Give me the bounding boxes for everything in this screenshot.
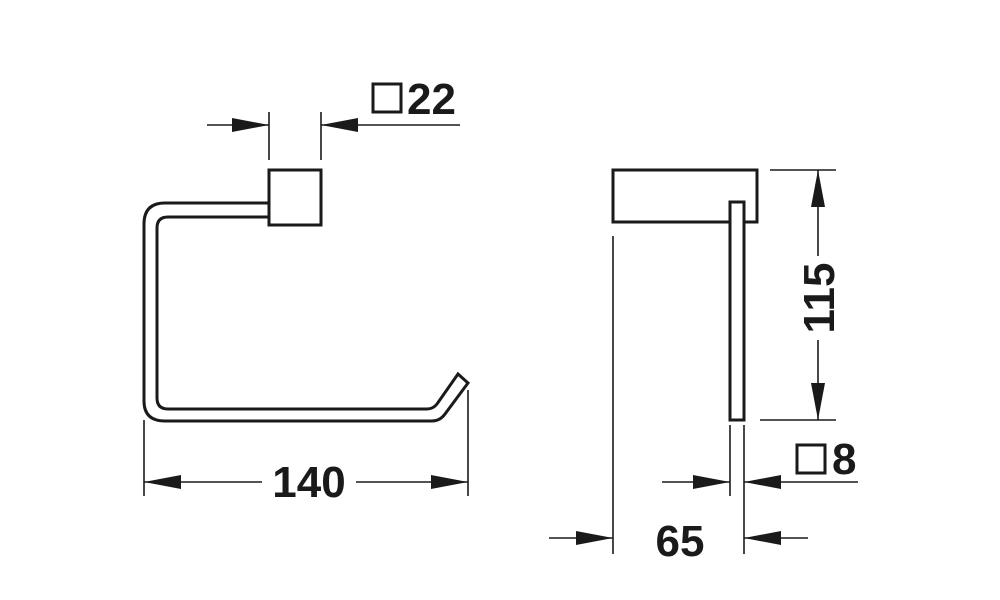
dimension-label-22: 22 — [407, 75, 456, 124]
arrow-head — [232, 118, 269, 132]
dimension-65: 65 — [549, 236, 808, 566]
dimension-square-8: 8 — [662, 425, 858, 554]
arrow-head — [144, 475, 181, 489]
front-view: 22 140 — [142, 75, 471, 507]
dimension-label-65: 65 — [656, 517, 705, 566]
arrow-head — [811, 170, 825, 207]
mounting-block — [267, 168, 323, 227]
arrow-head — [811, 383, 825, 420]
dimension-label-140: 140 — [272, 458, 345, 507]
arrow-head — [321, 118, 358, 132]
dimension-115: 115 — [760, 169, 844, 421]
square-symbol-icon — [371, 82, 403, 114]
square-symbol-icon — [795, 443, 827, 475]
dimension-140: 140 — [143, 390, 469, 507]
dimension-label-8: 8 — [832, 435, 856, 484]
dimension-label-115: 115 — [795, 263, 844, 334]
dimension-square-22: 22 — [207, 75, 460, 160]
arrow-head — [576, 531, 613, 545]
arrow-head — [431, 475, 468, 489]
side-view: 115 8 65 — [549, 168, 858, 566]
arrow-head — [744, 531, 781, 545]
arrow-head — [693, 475, 730, 489]
arrow-head — [744, 475, 781, 489]
towel-ring-bar — [142, 201, 471, 423]
side-arm — [728, 200, 746, 422]
